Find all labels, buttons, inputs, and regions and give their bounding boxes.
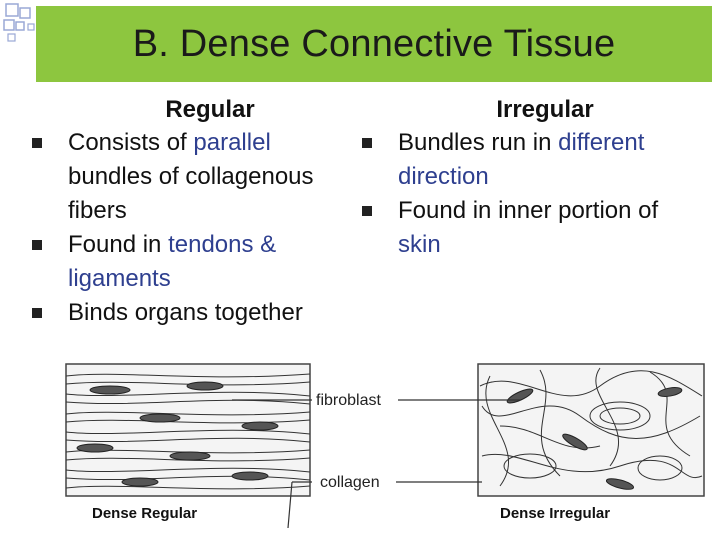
dense-regular-caption: Dense Regular (92, 505, 197, 522)
label-leaders (232, 399, 520, 529)
bullet-text: Binds organs together (68, 299, 303, 326)
bullet-icon (362, 138, 372, 148)
dense-irregular-caption: Dense Irregular (500, 505, 610, 522)
bullet-text: Found in inner portion of (398, 197, 659, 224)
collagen-label: collagen (320, 474, 380, 491)
irregular-heading: Irregular (496, 96, 594, 123)
dense-irregular-illustration: Dense Irregular (477, 363, 705, 528)
bullet-icon (32, 138, 42, 148)
bullet-text: skin (398, 231, 441, 258)
irregular-bullet-item: Bundles run in different direction (360, 126, 700, 194)
irregular-column: Irregular Bundles run in different direc… (360, 94, 700, 262)
title-bar: B. Dense Connective Tissue (36, 6, 712, 82)
bullet-icon (362, 206, 372, 216)
bullet-icon (32, 240, 42, 250)
regular-column: Regular Consists of parallel bundles of … (30, 94, 350, 330)
bullet-icon (32, 308, 42, 318)
regular-bullet-list: Consists of parallel bundles of collagen… (30, 126, 350, 330)
regular-bullet-item: Binds organs together (30, 296, 350, 330)
corner-squares-decoration (3, 3, 35, 42)
bullet-text: Found in (68, 231, 169, 258)
bullet-text: different direction (398, 129, 645, 190)
irregular-bullet-item: Found in inner portion of skin (360, 194, 700, 262)
dense-regular-illustration: Dense Regular (65, 363, 311, 528)
fibroblast-label: fibroblast (316, 392, 381, 409)
bullet-text: tendons & ligaments (68, 231, 277, 292)
bullet-text: Consists of (68, 129, 194, 156)
bullet-text: parallel (193, 129, 271, 156)
slide-title: B. Dense Connective Tissue (132, 22, 616, 65)
bullet-text: Bundles run in (398, 129, 559, 156)
bullet-text: bundles of collagenous fibers (68, 163, 314, 224)
regular-bullet-item: Consists of parallel bundles of collagen… (30, 126, 350, 228)
regular-heading: Regular (165, 96, 255, 123)
tissue-diagram: Dense Regular Dense Irregular (65, 363, 705, 529)
regular-bullet-item: Found in tendons & ligaments (30, 228, 350, 296)
